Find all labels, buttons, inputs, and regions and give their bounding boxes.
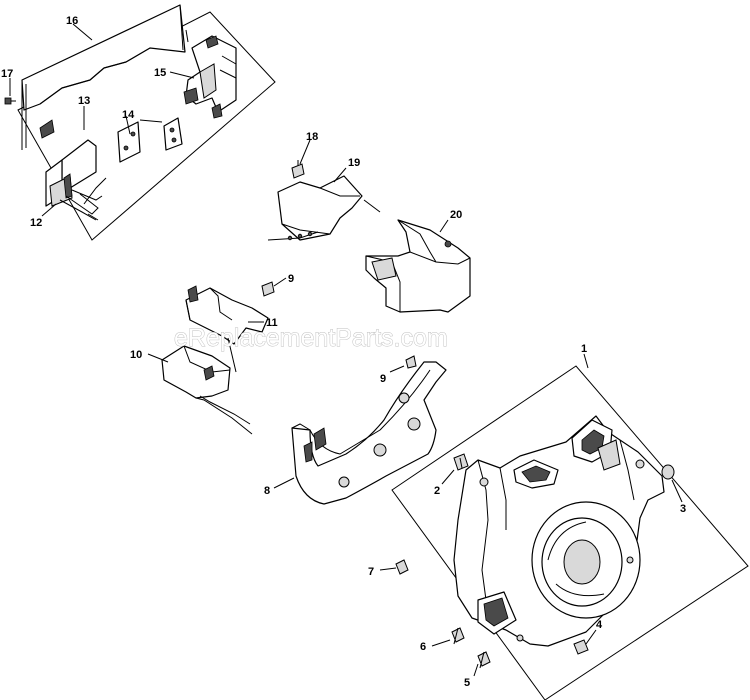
watermark-text: eReplacementParts.com	[174, 324, 448, 352]
callout-10: 10	[130, 349, 142, 361]
part-9-screw-lower	[405, 355, 417, 369]
part-17-screw	[4, 97, 16, 105]
callout-17: 17	[1, 68, 13, 80]
part-19-cover-plate	[267, 175, 381, 241]
part-2-clip	[453, 453, 469, 471]
part-4-nut	[573, 639, 589, 655]
callout-18: 18	[306, 131, 318, 143]
callout-7: 7	[368, 566, 374, 578]
callout-9-lower: 9	[380, 373, 386, 385]
callout-15: 15	[154, 67, 166, 79]
callout-2: 2	[434, 485, 440, 497]
part-13-bracket	[45, 139, 107, 221]
part-20-baffle	[365, 219, 471, 313]
callout-1: 1	[581, 343, 587, 355]
callout-13: 13	[78, 95, 90, 107]
callout-19: 19	[348, 157, 360, 169]
part-8-curved-baffle	[291, 361, 447, 505]
part-5-screw	[477, 651, 491, 669]
part-11-baffle	[185, 285, 269, 373]
part-16-panel	[21, 4, 189, 150]
callout-8: 8	[264, 485, 270, 497]
callout-12: 12	[30, 217, 42, 229]
part-14-brackets	[117, 117, 183, 163]
callout-3: 3	[680, 503, 686, 515]
part-3-plug	[661, 464, 675, 480]
leader-lines	[9, 23, 683, 677]
part-10-baffle	[161, 345, 253, 435]
callout-14: 14	[122, 109, 135, 121]
part-9-screw-upper	[261, 281, 275, 297]
callout-6: 6	[420, 641, 426, 653]
part-7-screw	[395, 559, 409, 575]
callout-9-upper: 9	[288, 273, 294, 285]
callout-4: 4	[596, 619, 603, 631]
part-18-screw	[291, 160, 305, 179]
callout-labels: 16 17 15 13 14 12 18 19 20 9 11 10 9 8 1…	[1, 15, 686, 689]
part-12-plate	[65, 193, 99, 221]
callout-16: 16	[66, 15, 78, 27]
callout-20: 20	[450, 209, 462, 221]
part-15-bracket	[183, 35, 237, 119]
part-1-blower-housing	[453, 415, 665, 647]
part-6-screw	[451, 627, 465, 645]
callout-5: 5	[464, 677, 470, 689]
callout-11: 11	[266, 317, 278, 329]
